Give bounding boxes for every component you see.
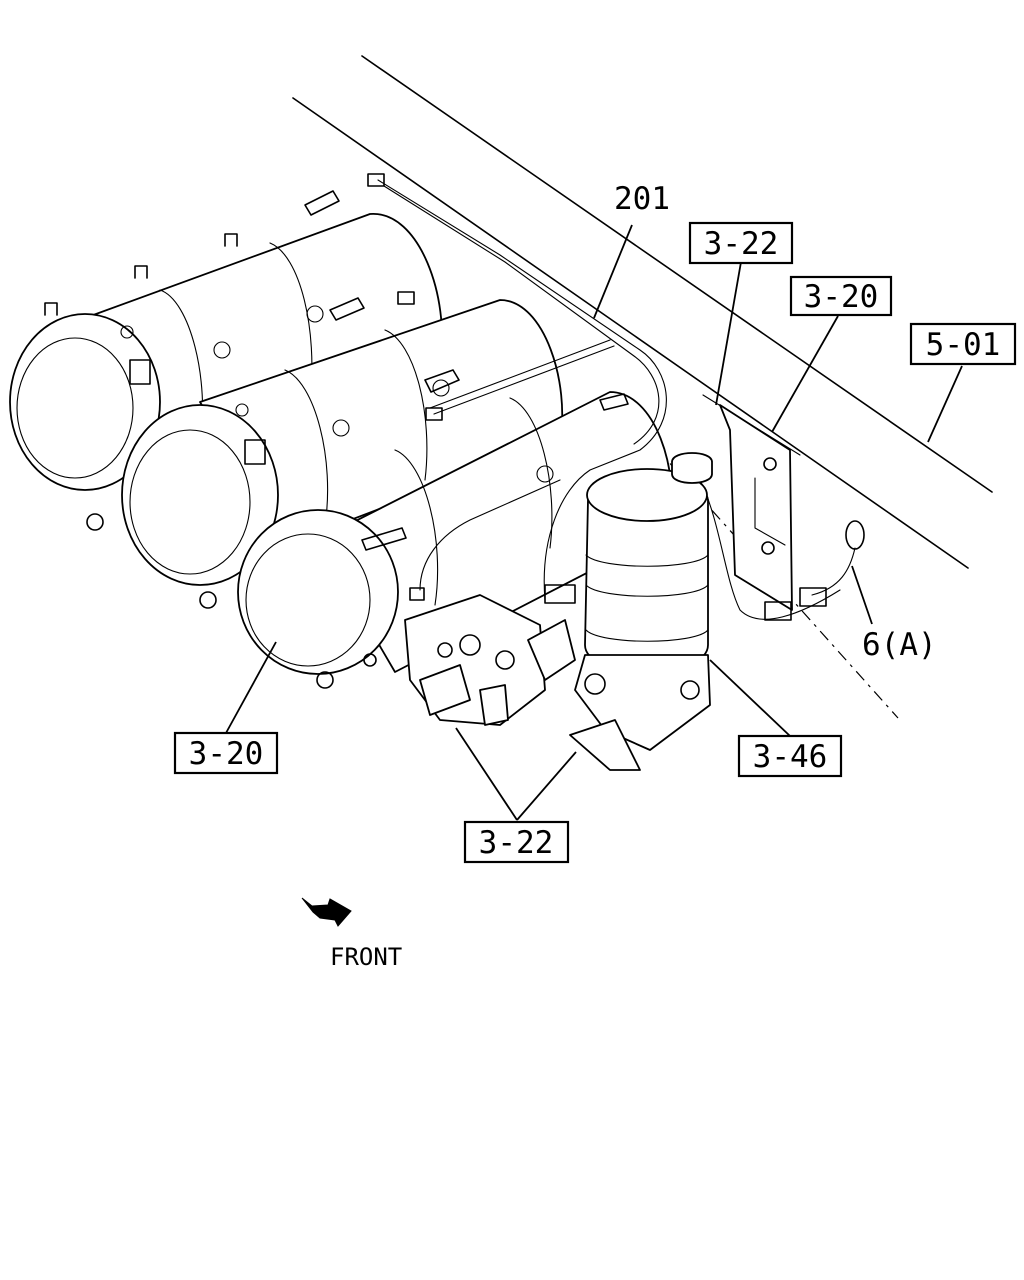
callout-3-20-right[interactable]: 3-20 xyxy=(789,275,893,317)
part-label-6a: 6(A) xyxy=(862,627,937,663)
air-line-harness xyxy=(367,173,841,620)
callout-5-01-text: 5-01 xyxy=(926,327,1001,363)
air-dryer xyxy=(569,452,713,771)
callout-3-46[interactable]: 3-46 xyxy=(737,734,843,778)
callout-3-20-left-text: 3-20 xyxy=(189,736,264,772)
callout-3-22-bottom-text: 3-22 xyxy=(479,825,554,861)
callout-3-46-text: 3-46 xyxy=(753,739,828,775)
front-direction-arrow-icon xyxy=(301,897,352,927)
part-label-201: 201 xyxy=(614,181,670,217)
connector-6a xyxy=(764,520,865,621)
callout-3-22-top[interactable]: 3-22 xyxy=(688,221,794,265)
air-tank-rear xyxy=(9,190,443,531)
callout-3-22-bottom[interactable]: 3-22 xyxy=(463,820,570,864)
callout-3-20-right-text: 3-20 xyxy=(804,279,879,315)
valve-assembly xyxy=(404,584,576,726)
mounting-bracket xyxy=(719,404,793,611)
callout-3-22-top-text: 3-22 xyxy=(704,226,779,262)
front-label: FRONT xyxy=(330,943,402,971)
leader-lines xyxy=(225,224,963,821)
callout-5-01[interactable]: 5-01 xyxy=(909,322,1017,366)
callout-3-20-left[interactable]: 3-20 xyxy=(173,731,279,775)
air-tank-middle xyxy=(121,297,564,609)
